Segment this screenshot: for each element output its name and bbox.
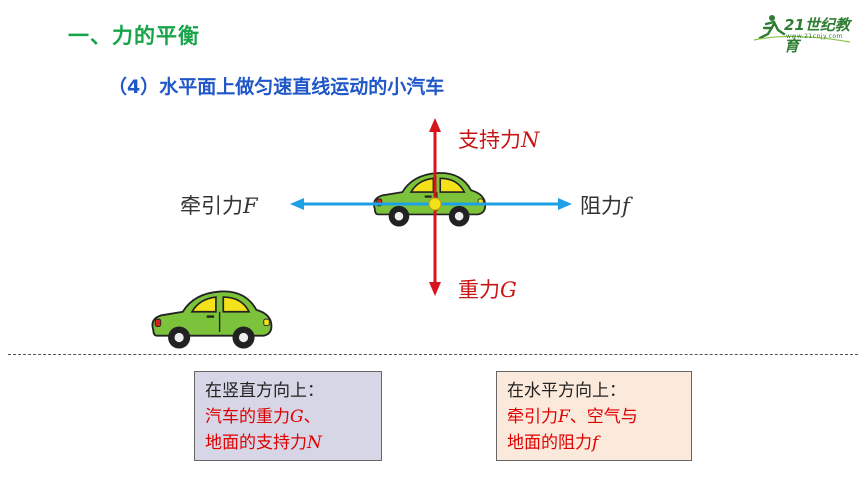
moving-car-icon: [151, 290, 273, 350]
gravity-label: 重力G: [458, 278, 517, 302]
horizontal-box-line1: 牵引力F、空气与: [507, 407, 638, 427]
horizontal-box-heading: 在水平方向上：: [507, 381, 626, 401]
ground-divider: [8, 354, 858, 355]
traction-force-label: 牵引力F: [180, 194, 258, 218]
slide-subtitle: （4）水平面上做匀速直线运动的小汽车: [108, 76, 445, 98]
vertical-box-line1: 汽车的重力G、: [205, 407, 321, 427]
brand-logo-url: www.21cnjy.com: [786, 33, 843, 40]
brand-logo-text: 21世纪教育: [784, 16, 850, 55]
section-title: 一、力的平衡: [68, 24, 200, 48]
brand-logo-icon: [753, 15, 851, 43]
vertical-box-heading: 在竖直方向上：: [205, 381, 324, 401]
horizontal-forces-box: 在水平方向上： 牵引力F、空气与 地面的阻力f: [496, 371, 692, 461]
vertical-box-line2: 地面的支持力N: [205, 433, 322, 453]
center-of-mass-point: [428, 197, 442, 211]
vertical-forces-box: 在竖直方向上： 汽车的重力G、 地面的支持力N: [194, 371, 382, 461]
support-force-label: 支持力N: [458, 128, 540, 152]
resistance-label: 阻力f: [580, 194, 630, 218]
car-with-forces-icon: [373, 172, 487, 228]
horizontal-box-line2: 地面的阻力f: [507, 433, 599, 453]
